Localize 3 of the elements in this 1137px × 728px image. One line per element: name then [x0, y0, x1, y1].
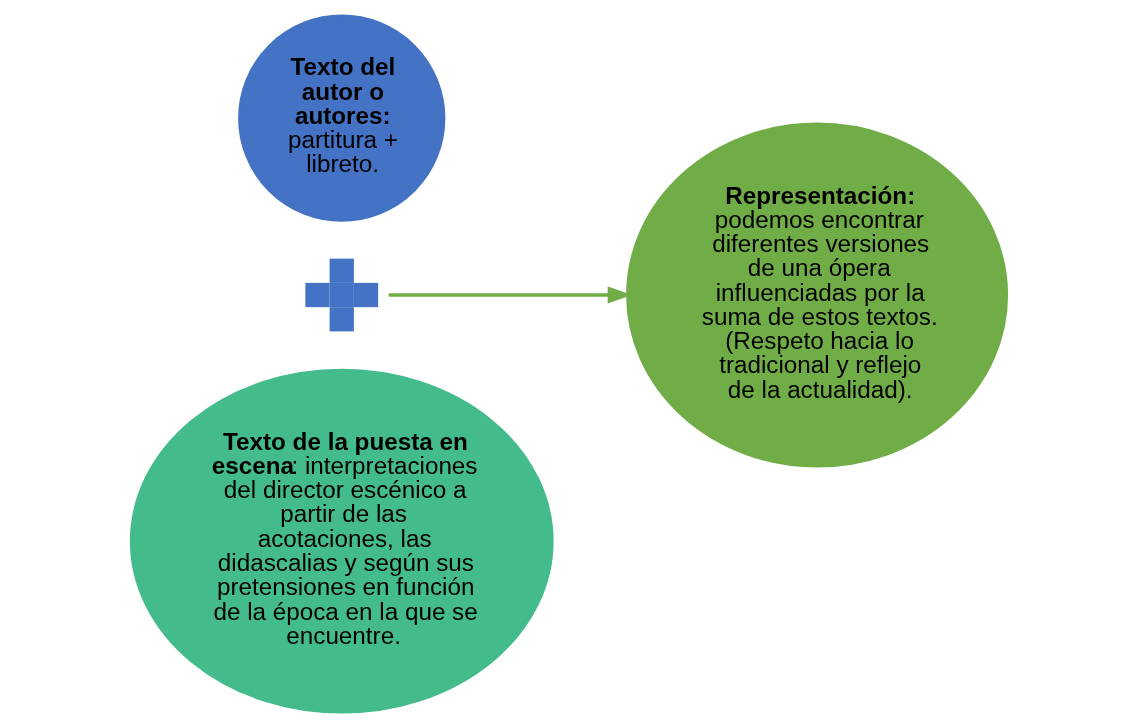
node-circle: Texto del autor o autores: partitura + libreto.: [237, 14, 445, 222]
node-circle: Representación: podemos encontrar diferentes versiones de una ópera influenciadas por la suma de estos textos. (Respeto hacia lo tradicional y reflejo de la actualidad).: [625, 122, 1008, 468]
node-ellipse: Texto de la puesta en escena: interpretaciones del director escénico a partir de las acotaciones, las didascalias y según sus pretensiones en función de la época en la que se encuentre.: [129, 368, 554, 714]
